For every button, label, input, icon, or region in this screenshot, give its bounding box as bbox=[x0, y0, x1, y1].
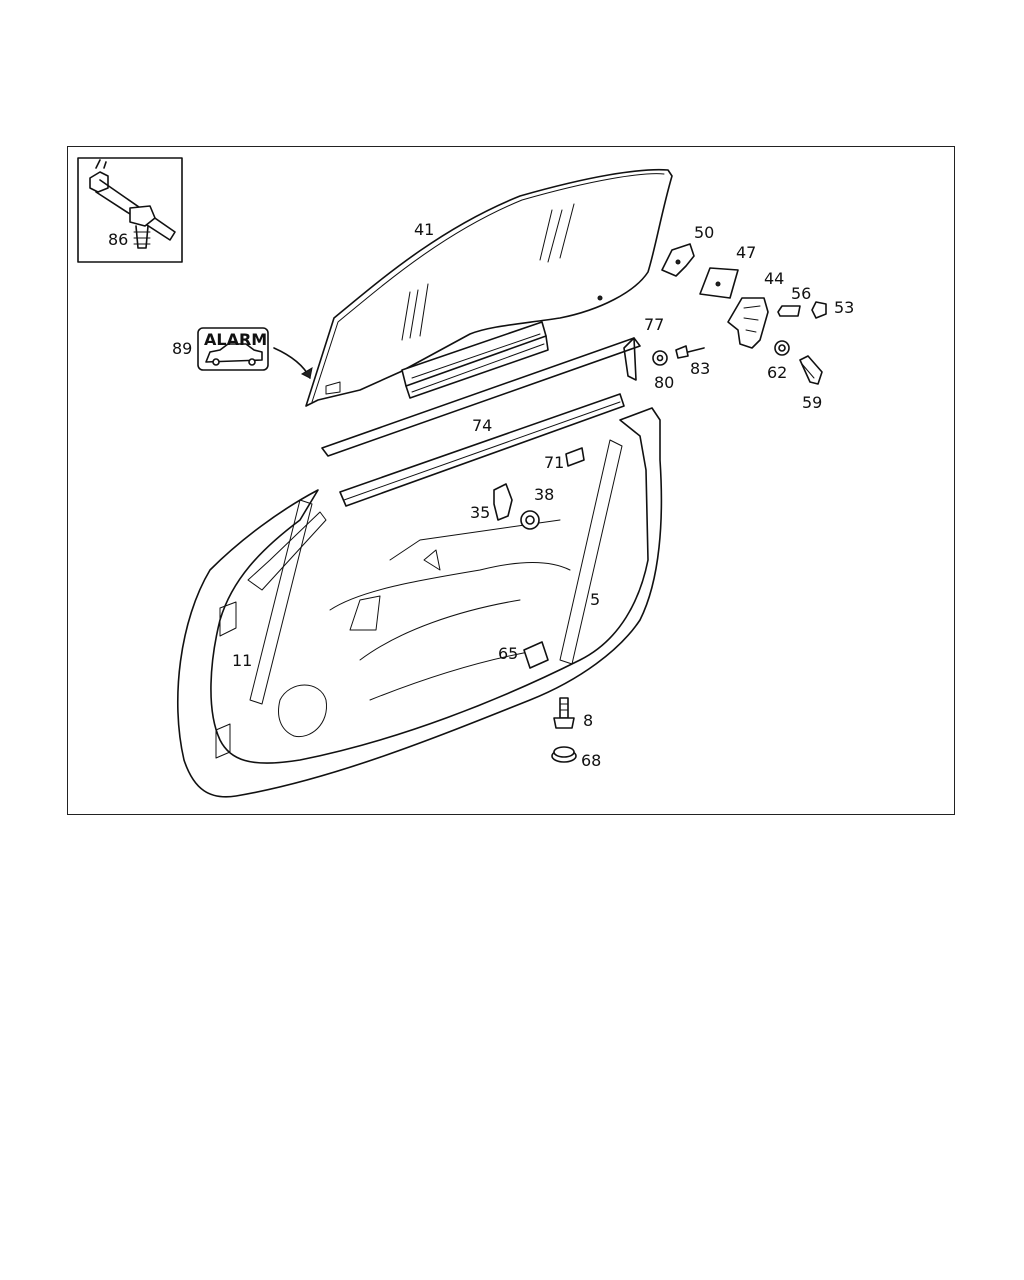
label-35: 35 bbox=[470, 503, 490, 522]
part-50-bracket bbox=[661, 243, 695, 277]
label-80: 80 bbox=[654, 373, 674, 392]
part-38-nut bbox=[520, 510, 540, 530]
door-shell bbox=[177, 407, 663, 798]
part-83-screw bbox=[675, 345, 705, 359]
label-11: 11 bbox=[232, 651, 252, 670]
window-glass bbox=[305, 168, 673, 407]
part-71-clip bbox=[565, 447, 585, 467]
part-35-bracket bbox=[493, 483, 513, 521]
label-89: 89 bbox=[172, 339, 192, 358]
label-59: 59 bbox=[802, 393, 822, 412]
part-68-plug bbox=[551, 746, 577, 763]
part-47-pad bbox=[699, 267, 739, 299]
part-65-pad bbox=[523, 641, 549, 669]
part-80-washer bbox=[652, 350, 668, 366]
alarm-badge: ALARM bbox=[197, 327, 313, 379]
part-56-clip bbox=[777, 305, 801, 317]
inner-weatherstrip bbox=[339, 393, 625, 507]
part-44-regulator-bracket bbox=[727, 297, 769, 349]
label-83: 83 bbox=[690, 359, 710, 378]
label-44: 44 bbox=[764, 269, 784, 288]
alarm-badge-text: ALARM bbox=[204, 330, 267, 349]
label-47: 47 bbox=[736, 243, 756, 262]
label-8: 8 bbox=[583, 711, 593, 730]
label-71: 71 bbox=[544, 453, 564, 472]
label-77: 77 bbox=[644, 315, 664, 334]
label-68: 68 bbox=[581, 751, 601, 770]
diagram-frame bbox=[67, 146, 955, 815]
belt-molding bbox=[321, 337, 641, 457]
inset-detail-86 bbox=[77, 157, 183, 263]
part-53-nut bbox=[811, 301, 827, 319]
label-56: 56 bbox=[791, 284, 811, 303]
part-59-bolt bbox=[799, 355, 823, 385]
label-38: 38 bbox=[534, 485, 554, 504]
label-50: 50 bbox=[694, 223, 714, 242]
label-41: 41 bbox=[414, 220, 434, 239]
label-86: 86 bbox=[108, 230, 128, 249]
label-62: 62 bbox=[767, 363, 787, 382]
label-5: 5 bbox=[590, 590, 600, 609]
part-62-washer bbox=[774, 340, 790, 356]
label-53: 53 bbox=[834, 298, 854, 317]
part-8-bolt bbox=[553, 697, 575, 729]
label-65: 65 bbox=[498, 644, 518, 663]
label-74: 74 bbox=[472, 416, 492, 435]
